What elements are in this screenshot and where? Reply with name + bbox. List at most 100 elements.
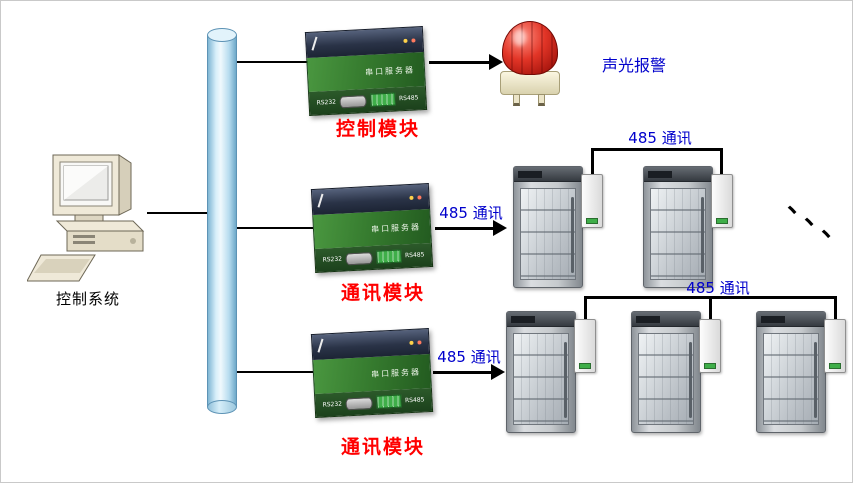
terminal-block-icon [376, 249, 402, 264]
module-port-row: RS232 RS485 [314, 387, 434, 419]
rs232-port-label: RS232 [322, 400, 343, 409]
bus-cylinder [207, 35, 237, 407]
cabinet-glass-door [650, 188, 706, 280]
antenna-icon [317, 338, 324, 353]
led-indicator-icon [411, 37, 416, 43]
alarm-dome-ridges [503, 22, 557, 74]
wall-module-terminal [704, 363, 716, 369]
cabinet-glass-door [520, 188, 576, 280]
alarm-base [500, 71, 560, 95]
terminal-block-icon [370, 92, 396, 107]
cabinet-display [648, 171, 672, 178]
antenna-icon [311, 36, 318, 51]
incubator-cabinet [506, 311, 576, 433]
comm-module-label-1: 通讯模块 [340, 282, 425, 304]
terminal-block-icon [376, 394, 402, 409]
cabinet-glass-door [513, 333, 569, 425]
led-indicator-icon [417, 194, 422, 200]
comm-module-device-1: 串口服务器 RS232 RS485 [310, 182, 434, 274]
control-module-label: 控制模块 [335, 118, 420, 140]
cabinet-display [511, 316, 535, 323]
led-indicator-icon [409, 340, 414, 345]
control-module-device: 串口服务器 RS232 RS485 [304, 25, 428, 117]
ellipsis-mark: 、 [821, 213, 848, 243]
module-port-row: RS232 RS485 [308, 85, 428, 117]
module-name-text: 串口服务器 [370, 221, 422, 234]
rs485-port-label: RS485 [404, 251, 425, 260]
comm-module-device-2: 串口服务器 RS232 RS485 [310, 327, 434, 419]
incubator-cabinet [631, 311, 701, 433]
rs485-wall-module [711, 174, 733, 228]
bus-cylinder-bottom [207, 400, 237, 414]
rs232-port-label: RS232 [316, 98, 337, 107]
wall-module-terminal [579, 363, 591, 369]
alarm-dome [502, 21, 558, 75]
line-computer-bus [147, 212, 207, 214]
line-bus-module-3 [237, 371, 313, 373]
cabinet-control-panel [757, 312, 825, 327]
cabinet-handle [571, 197, 574, 273]
rs485-bus-stub [584, 296, 587, 321]
cabinet-handle [564, 342, 567, 418]
computer-icon [27, 154, 145, 282]
module-name-text: 串口服务器 [364, 64, 416, 77]
incubator-cabinet [513, 166, 583, 288]
arrow-line-alarm [429, 61, 489, 64]
rs485-port-label: RS485 [404, 396, 425, 405]
led-indicator-icon [409, 195, 414, 200]
arrow-line-row2 [433, 371, 491, 374]
rs485-arrow-label-row1: 485 通讯 [439, 204, 503, 222]
comm-module-label-2: 通讯模块 [340, 436, 425, 458]
module-port-row: RS232 RS485 [314, 242, 434, 274]
alarm-leg [513, 94, 520, 106]
cabinet-handle [814, 342, 817, 418]
line-bus-module-1 [237, 61, 309, 63]
alarm-leg [538, 94, 545, 106]
cabinet-display [518, 171, 542, 178]
rs485-wall-module [699, 319, 721, 373]
arrow-head-alarm [489, 54, 503, 70]
cabinet-display [761, 316, 785, 323]
ellipsis-mark: 、 [804, 201, 831, 231]
alarm-beacon-icon [499, 21, 561, 111]
rs485-bus-label-row2: 485 通讯 [686, 279, 750, 297]
rs485-wall-module [574, 319, 596, 373]
arrow-line-row1 [435, 227, 493, 230]
rs485-wall-module [581, 174, 603, 228]
antenna-icon [317, 193, 324, 208]
alarm-dome-shine [513, 29, 526, 46]
cabinet-shelves [651, 189, 705, 279]
wall-module-terminal [829, 363, 841, 369]
db9-connector-icon [339, 94, 367, 108]
rs485-bus-stub [834, 296, 837, 321]
wall-module-terminal [716, 218, 728, 224]
cabinet-glass-door [763, 333, 819, 425]
cabinet-control-panel [507, 312, 575, 327]
line-bus-module-2 [237, 227, 313, 229]
rs485-bus-stub [720, 148, 723, 176]
led-indicator-icon [417, 339, 422, 345]
cabinet-glass-door [638, 333, 694, 425]
cabinet-shelves [639, 334, 693, 424]
cabinet-shelves [764, 334, 818, 424]
cabinet-control-panel [514, 167, 582, 182]
rs485-bus-stub [709, 296, 712, 321]
ellipsis-mark: 、 [787, 189, 814, 219]
cabinet-handle [701, 197, 704, 273]
arrow-head-row1 [493, 220, 507, 236]
db9-connector-icon [345, 251, 373, 265]
rs485-wall-module [824, 319, 846, 373]
cabinet-shelves [514, 334, 568, 424]
cabinet-display [636, 316, 660, 323]
cabinet-handle [689, 342, 692, 418]
module-name-text: 串口服务器 [370, 366, 422, 379]
incubator-cabinet [643, 166, 713, 288]
arrow-head-row2 [491, 364, 505, 380]
led-indicator-icon [403, 38, 408, 43]
bus-cylinder-top [207, 28, 237, 42]
db9-connector-icon [345, 396, 373, 410]
wall-module-terminal [586, 218, 598, 224]
alarm-label: 声光报警 [601, 56, 666, 75]
cabinet-control-panel [632, 312, 700, 327]
